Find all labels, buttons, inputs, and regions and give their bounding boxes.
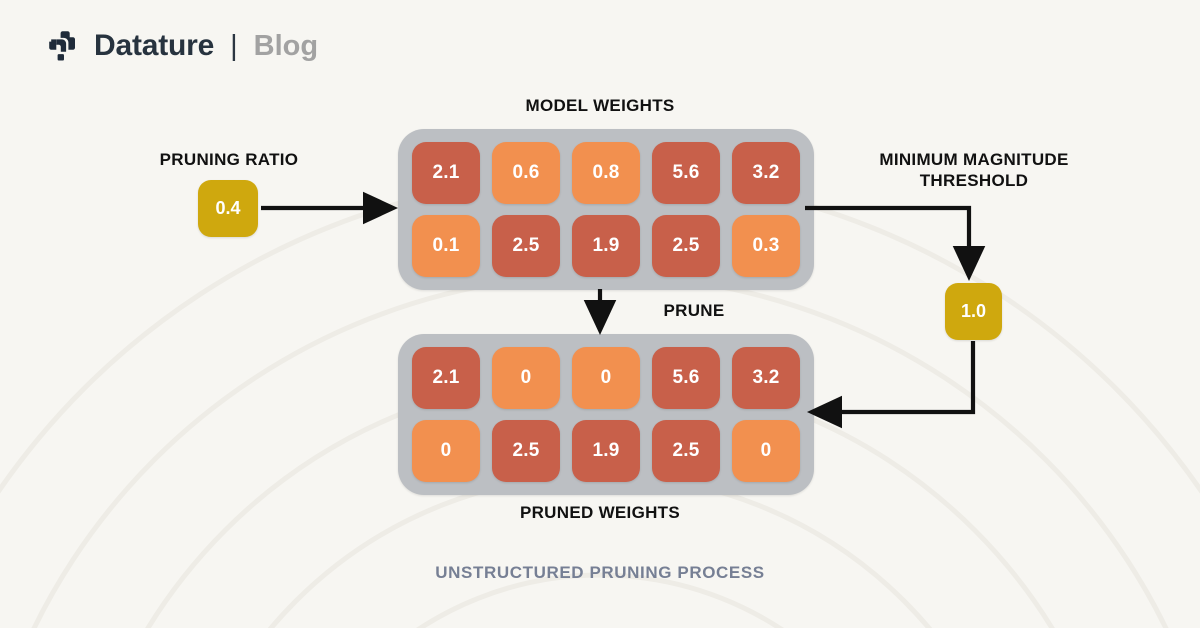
weight-cell: 2.1 bbox=[412, 142, 480, 204]
threshold-value: 1.0 bbox=[945, 283, 1002, 340]
weight-cell: 2.5 bbox=[492, 420, 560, 482]
weight-cell: 5.6 bbox=[652, 347, 720, 409]
weight-cell: 0 bbox=[732, 420, 800, 482]
weight-cell: 1.9 bbox=[572, 420, 640, 482]
brand-divider: | bbox=[230, 29, 238, 62]
weight-cell: 0.8 bbox=[572, 142, 640, 204]
figure-caption: UNSTRUCTURED PRUNING PROCESS bbox=[435, 563, 765, 582]
pruned-weights-title: PRUNED WEIGHTS bbox=[519, 503, 681, 522]
pruning-ratio-value: 0.4 bbox=[198, 180, 258, 237]
datature-logo-icon[interactable] bbox=[44, 28, 80, 64]
brand-section-blog[interactable]: Blog bbox=[253, 29, 319, 62]
site-header: Datature | Blog bbox=[44, 28, 318, 64]
arrow-model-to-threshold bbox=[805, 205, 986, 282]
weight-cell: 2.5 bbox=[652, 420, 720, 482]
weight-cell: 0.3 bbox=[732, 215, 800, 277]
minimum-magnitude-threshold-label: MINIMUM MAGNITUDE THRESHOLD bbox=[879, 150, 1069, 190]
weight-cell: 2.5 bbox=[492, 215, 560, 277]
arrow-threshold-to-pruned bbox=[806, 341, 976, 429]
weight-cell: 1.9 bbox=[572, 215, 640, 277]
weight-cell: 0 bbox=[572, 347, 640, 409]
model-weights-title: MODEL WEIGHTS bbox=[525, 96, 675, 115]
pruning-ratio-label: PRUNING RATIO bbox=[159, 150, 299, 169]
weight-cell: 2.1 bbox=[412, 347, 480, 409]
weight-cell: 3.2 bbox=[732, 142, 800, 204]
prune-label: PRUNE bbox=[663, 301, 725, 320]
weight-cell: 3.2 bbox=[732, 347, 800, 409]
weight-cell: 5.6 bbox=[652, 142, 720, 204]
weight-cell: 0.6 bbox=[492, 142, 560, 204]
weight-cell: 0 bbox=[492, 347, 560, 409]
weight-cell: 2.5 bbox=[652, 215, 720, 277]
brand-name: Datature bbox=[94, 29, 215, 62]
weight-cell: 0 bbox=[412, 420, 480, 482]
weight-cell: 0.1 bbox=[412, 215, 480, 277]
